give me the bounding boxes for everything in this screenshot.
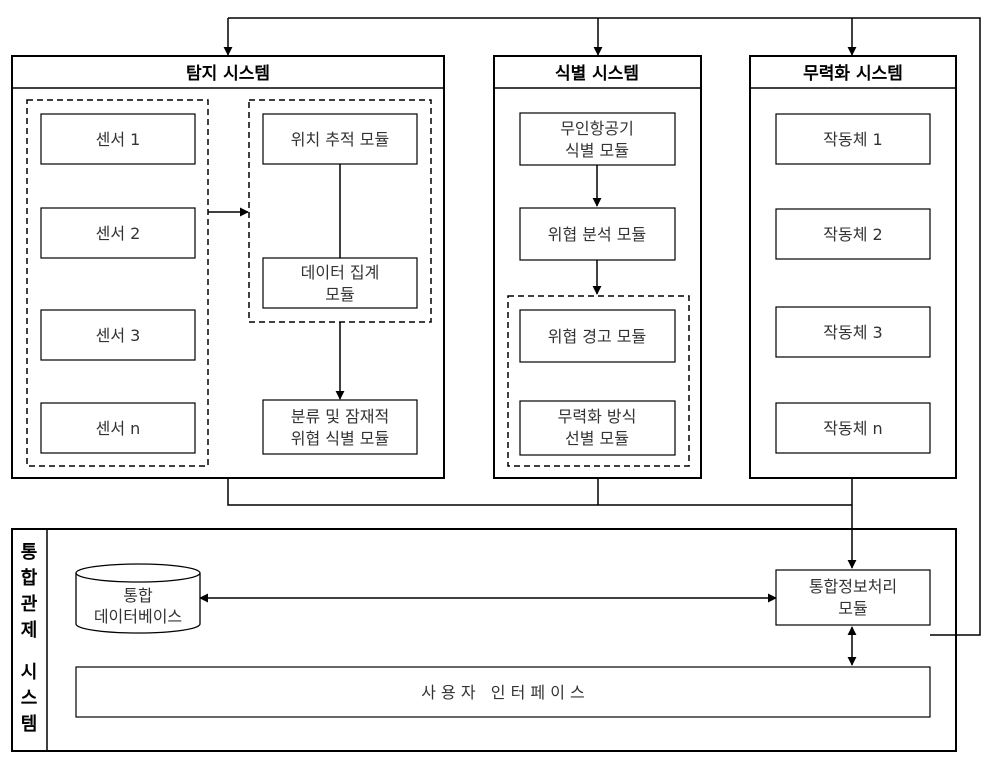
svg-text:제: 제 <box>21 620 38 641</box>
warning-group-outline <box>507 295 690 467</box>
svg-text:시: 시 <box>21 662 38 683</box>
detection-system: 탐지 시스템 센서 1 센서 2 센서 3 센서 n 위치 추적 모듈 데이터 … <box>11 55 445 479</box>
neutralization-system: 무력화 시스템 작동체 1 작동체 2 작동체 3 작동체 n <box>749 55 957 479</box>
integrated-control-system: 통 합 관 제 시 스 템 통합 데이터베이스 통합정보처리 모듈 사 용 자 … <box>11 528 957 752</box>
threat-warning-module: 위협 경고 모듈 <box>519 309 676 363</box>
sensor-3: 센서 3 <box>40 309 196 361</box>
svg-text:통합정보처리: 통합정보처리 <box>809 577 897 596</box>
svg-text:통: 통 <box>21 542 38 563</box>
svg-text:위협 식별 모듈: 위협 식별 모듈 <box>291 429 390 448</box>
neutralization-system-title: 무력화 시스템 <box>803 64 903 84</box>
threat-analysis-module: 위협 분석 모듈 <box>519 207 676 261</box>
svg-text:모듈: 모듈 <box>838 599 867 618</box>
svg-text:센서 2: 센서 2 <box>96 224 141 243</box>
svg-text:통합: 통합 <box>123 586 153 605</box>
sensor-group-outline <box>26 99 209 467</box>
svg-text:작동체 1: 작동체 1 <box>823 130 882 149</box>
info-processing-module: 통합정보처리 모듈 <box>775 569 931 626</box>
actuator-3: 작동체 3 <box>775 306 931 358</box>
location-tracking-module: 위치 추적 모듈 <box>262 113 418 165</box>
actuator-n: 작동체 n <box>775 402 931 454</box>
svg-text:작동체 n: 작동체 n <box>823 419 882 438</box>
svg-text:위협 분석 모듈: 위협 분석 모듈 <box>548 225 647 244</box>
svg-text:작동체 2: 작동체 2 <box>823 225 882 244</box>
svg-text:무인항공기: 무인항공기 <box>560 119 634 138</box>
integrated-database: 통합 데이터베이스 <box>75 563 201 634</box>
svg-text:모듈: 모듈 <box>325 285 354 304</box>
svg-text:센서 n: 센서 n <box>96 419 141 438</box>
classification-module: 분류 및 잠재적 위협 식별 모듈 <box>262 399 418 455</box>
svg-text:합: 합 <box>21 567 38 589</box>
integrated-control-system-title: 통 합 관 제 시 스 템 <box>21 542 38 735</box>
svg-text:센서 1: 센서 1 <box>96 130 141 149</box>
identification-system: 식별 시스템 무인항공기 식별 모듈 위협 분석 모듈 위협 경고 모듈 무력화… <box>493 55 702 479</box>
sensor-n: 센서 n <box>40 402 196 454</box>
uav-identification-module: 무인항공기 식별 모듈 <box>519 112 676 166</box>
user-interface: 사 용 자 인 터 페 이 스 <box>75 666 931 718</box>
sensor-1: 센서 1 <box>40 113 196 165</box>
neutralization-selection-module: 무력화 방식 선별 모듈 <box>519 400 676 456</box>
svg-text:선별 모듈: 선별 모듈 <box>565 429 629 448</box>
actuator-2: 작동체 2 <box>775 208 931 260</box>
actuator-1: 작동체 1 <box>775 113 931 165</box>
svg-text:무력화 방식: 무력화 방식 <box>558 407 637 426</box>
svg-text:위치 추적 모듈: 위치 추적 모듈 <box>291 130 390 149</box>
svg-text:데이터베이스: 데이터베이스 <box>94 607 182 626</box>
tracking-group-outline <box>248 99 432 323</box>
sensor-2: 센서 2 <box>40 207 196 259</box>
svg-text:분류 및 잠재적: 분류 및 잠재적 <box>291 407 390 426</box>
svg-text:위협 경고 모듈: 위협 경고 모듈 <box>548 327 647 346</box>
identification-system-title: 식별 시스템 <box>555 64 639 84</box>
svg-text:사 용 자 인 터 페 이 스: 사 용 자 인 터 페 이 스 <box>421 683 585 702</box>
svg-text:식별 모듈: 식별 모듈 <box>565 141 629 160</box>
svg-text:관: 관 <box>21 594 38 615</box>
svg-text:스: 스 <box>21 688 38 709</box>
data-aggregation-module: 데이터 집계 모듈 <box>262 257 418 309</box>
svg-text:작동체 3: 작동체 3 <box>823 323 882 342</box>
detection-system-title: 탐지 시스템 <box>186 64 270 84</box>
svg-text:센서 3: 센서 3 <box>96 326 141 345</box>
svg-text:템: 템 <box>21 714 38 735</box>
collector-line-detection <box>227 478 852 506</box>
svg-text:데이터 집계: 데이터 집계 <box>301 263 380 282</box>
